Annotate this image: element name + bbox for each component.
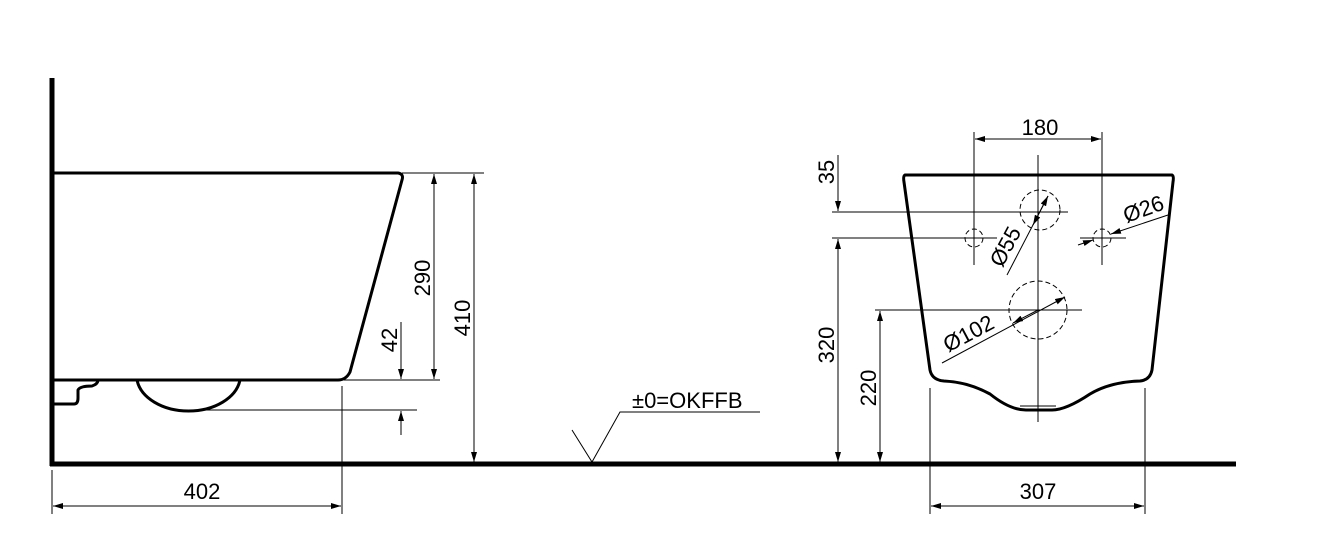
side-view: 290 410 42 402: [51, 171, 484, 514]
floor-reference: ±0=OKFFB: [571, 388, 760, 463]
floor-label: ±0=OKFFB: [632, 388, 743, 413]
dim-180: 180: [1022, 115, 1059, 140]
dim-402: 402: [184, 479, 221, 504]
dim-35: 35: [814, 160, 839, 184]
front-bowl-outline: [902, 173, 1175, 412]
dim-220: 220: [856, 370, 881, 407]
dim-42: 42: [377, 328, 402, 352]
front-view: 180 35 320 220 307 Ø102 Ø55 Ø26: [814, 115, 1175, 514]
hole-medium: [1019, 189, 1061, 231]
hole-large: [1008, 280, 1068, 340]
dia-26: Ø26: [1120, 190, 1168, 228]
dia-102: Ø102: [939, 310, 998, 357]
side-bowl-outline: [54, 171, 404, 382]
hole-right-small: [1092, 228, 1112, 248]
dia-55: Ø55: [985, 222, 1027, 270]
dim-290: 290: [410, 260, 435, 297]
side-bracket: [54, 379, 100, 406]
dim-410: 410: [450, 300, 475, 337]
side-bowl-underside: [135, 379, 242, 413]
dim-307: 307: [1020, 479, 1057, 504]
dim-320: 320: [814, 327, 839, 364]
hole-left-small: [964, 228, 984, 248]
